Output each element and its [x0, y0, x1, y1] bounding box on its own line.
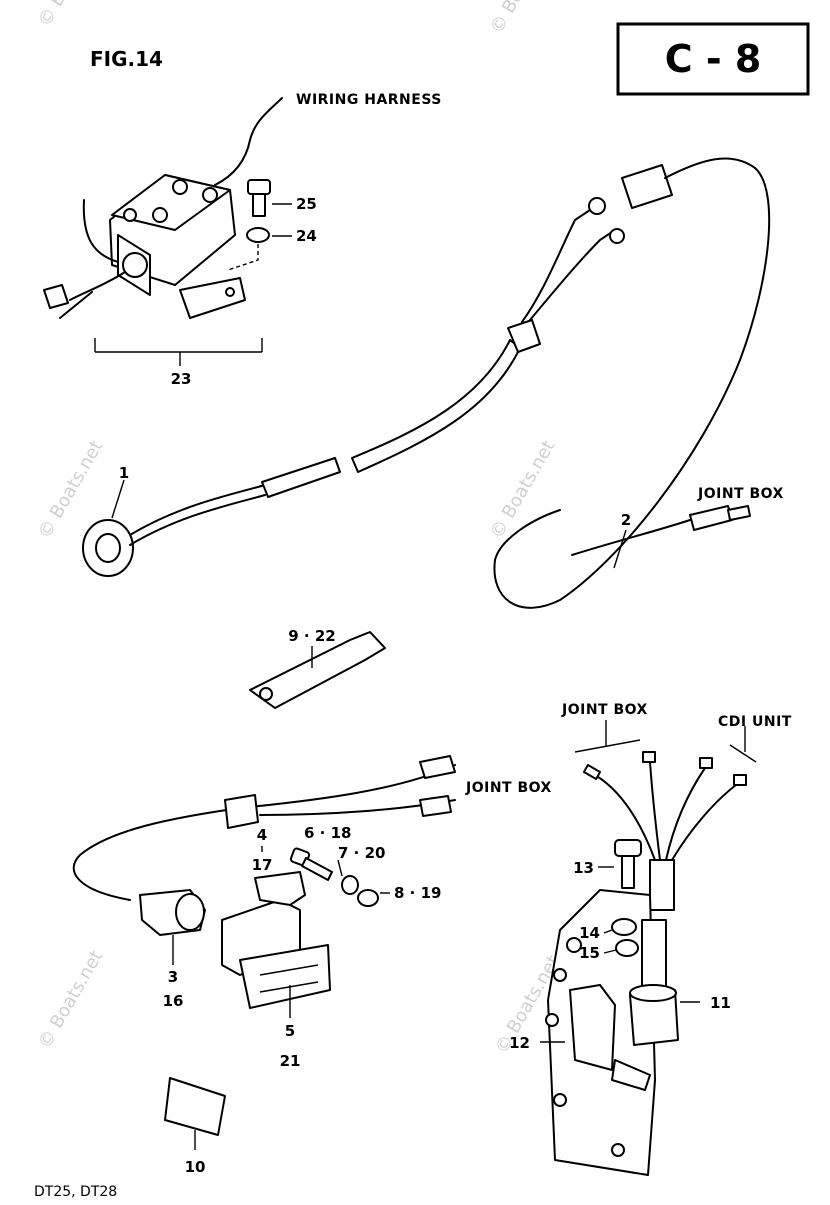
- callout-3: 3: [168, 968, 178, 986]
- callout-12: 12: [509, 1034, 530, 1052]
- washer-15: [615, 939, 639, 957]
- watermark-text: © Boats.net: [34, 947, 107, 1053]
- grommet-11: [629, 919, 679, 1046]
- callout-17: 17: [252, 856, 273, 874]
- washer-24: [246, 227, 270, 243]
- callout-10: 10: [185, 1158, 206, 1176]
- figure-code: C - 8: [665, 37, 762, 81]
- model-label: DT25, DT28: [34, 1184, 117, 1200]
- mounting-plate: [545, 889, 656, 1176]
- callout-24: 24: [296, 227, 317, 245]
- callout-4: 4: [257, 826, 267, 844]
- caption-wiring-harness: WIRING HARNESS: [296, 92, 442, 108]
- caption-joint-box-2: JOINT BOX: [465, 780, 552, 796]
- callout-6-18: 6 · 18: [304, 824, 351, 842]
- nut-7-20: [341, 875, 359, 895]
- watermark-text: © Boats.net: [486, 437, 559, 543]
- bracket-4-5: [221, 871, 331, 1009]
- switch-3: [72, 755, 456, 936]
- switch-1: [82, 209, 613, 577]
- callout-13: 13: [573, 859, 594, 877]
- terminal-ring: [588, 197, 606, 215]
- bolt-6-18: [289, 847, 333, 881]
- callout-1: 1: [119, 464, 129, 482]
- washer-8-19: [357, 889, 379, 907]
- callout-15: 15: [579, 944, 600, 962]
- callout-2: 2: [621, 511, 631, 529]
- figure-title: FIG.14: [90, 47, 163, 71]
- caption-joint-box-3: JOINT BOX: [561, 702, 648, 718]
- callout-16: 16: [163, 992, 184, 1010]
- bolt-25: [247, 179, 271, 217]
- callout-14: 14: [579, 924, 600, 942]
- callout-11: 11: [710, 994, 731, 1012]
- caption-cdi-unit: CDI UNIT: [718, 714, 792, 730]
- solenoid-assembly-23: [43, 97, 283, 319]
- callout-9-22: 9 · 22: [288, 627, 335, 645]
- cable-2: [493, 157, 771, 609]
- callout-7-20: 7 · 20: [338, 844, 385, 862]
- caption-joint-box-1: JOINT BOX: [697, 486, 784, 502]
- lead-wires: [582, 751, 747, 911]
- watermark-text: © Boats.net: [34, 0, 107, 31]
- bolt-13: [614, 839, 642, 889]
- clamp-strap-9-22: [249, 631, 386, 709]
- callout-21: 21: [280, 1052, 301, 1070]
- callout-23: 23: [171, 370, 192, 388]
- figure-code-box: [616, 22, 810, 96]
- terminal-ring: [609, 228, 625, 244]
- pad-10: [164, 1077, 226, 1136]
- watermark-text: © Boats.net: [486, 0, 559, 38]
- washer-14: [611, 918, 637, 936]
- callout-8-19: 8 · 19: [394, 884, 441, 902]
- callout-25: 25: [296, 195, 317, 213]
- callout-5: 5: [285, 1022, 295, 1040]
